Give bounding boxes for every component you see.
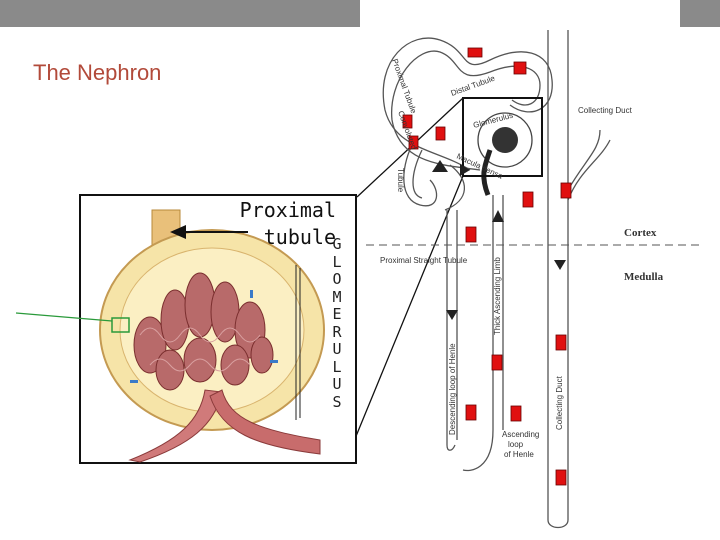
label-descending-loop: Descending loop of Henle: [448, 343, 457, 435]
glom-letter: E: [332, 305, 342, 323]
glom-letter: O: [332, 270, 342, 288]
glom-letter: L: [332, 252, 342, 271]
label-convoluted: Convoluted: [396, 110, 418, 151]
label-medulla: Medulla: [624, 271, 664, 283]
glom-letter: M: [332, 287, 342, 306]
glomerulus-highlight-box: [462, 97, 543, 177]
slide-title: The Nephron: [33, 60, 162, 85]
glom-letter: R: [332, 322, 342, 341]
label-glomerulus: Glomerulus: [472, 111, 514, 130]
page-number: 4: [604, 4, 613, 21]
glomerulus-tuft: [492, 127, 518, 153]
label-collecting-duct-top: Collecting Duct: [578, 106, 633, 115]
label-ascending-loop-3: of Henle: [504, 450, 534, 459]
label-proximal-straight-tubule: Proximal Straight Tubule: [380, 256, 468, 265]
glom-letter: G: [332, 235, 342, 253]
label-ascending-loop-2: loop: [508, 440, 524, 449]
label-cortex: Cortex: [624, 227, 657, 239]
label-collecting-duct-bottom: Collecting Duct: [555, 375, 564, 430]
glom-letter: U: [332, 375, 342, 393]
connector-line-bottom: [344, 175, 464, 464]
nephron-drawing: [382, 30, 611, 529]
flow-arrows-black: [432, 160, 566, 320]
label-thick-ascending-limb: Thick Ascending Limb: [493, 257, 502, 335]
proximal-pointer-arrow: [170, 225, 248, 239]
proximal-label-line1: Proximal: [239, 198, 336, 222]
red-arrows: [402, 47, 572, 486]
label-tubule-side: Tubule: [396, 168, 405, 193]
glom-letter: U: [332, 340, 342, 358]
glomerulus-vertical-label: G L O M E R U L U S: [330, 235, 344, 411]
proximal-tubule-label: Proximal tubule: [236, 197, 336, 251]
glom-letter: L: [332, 357, 342, 376]
label-ascending-loop-1: Ascending: [502, 430, 539, 439]
top-bar-highlight: [360, 0, 680, 27]
glomerulus-illustration: [15, 209, 325, 463]
label-distal-tubule: Distal Tubule: [450, 73, 497, 97]
top-bar: [0, 0, 720, 27]
proximal-label-line2: tubule: [263, 225, 336, 249]
glom-letter: S: [332, 392, 342, 411]
label-proximal-tubule: Proximal Tubule: [390, 58, 418, 115]
